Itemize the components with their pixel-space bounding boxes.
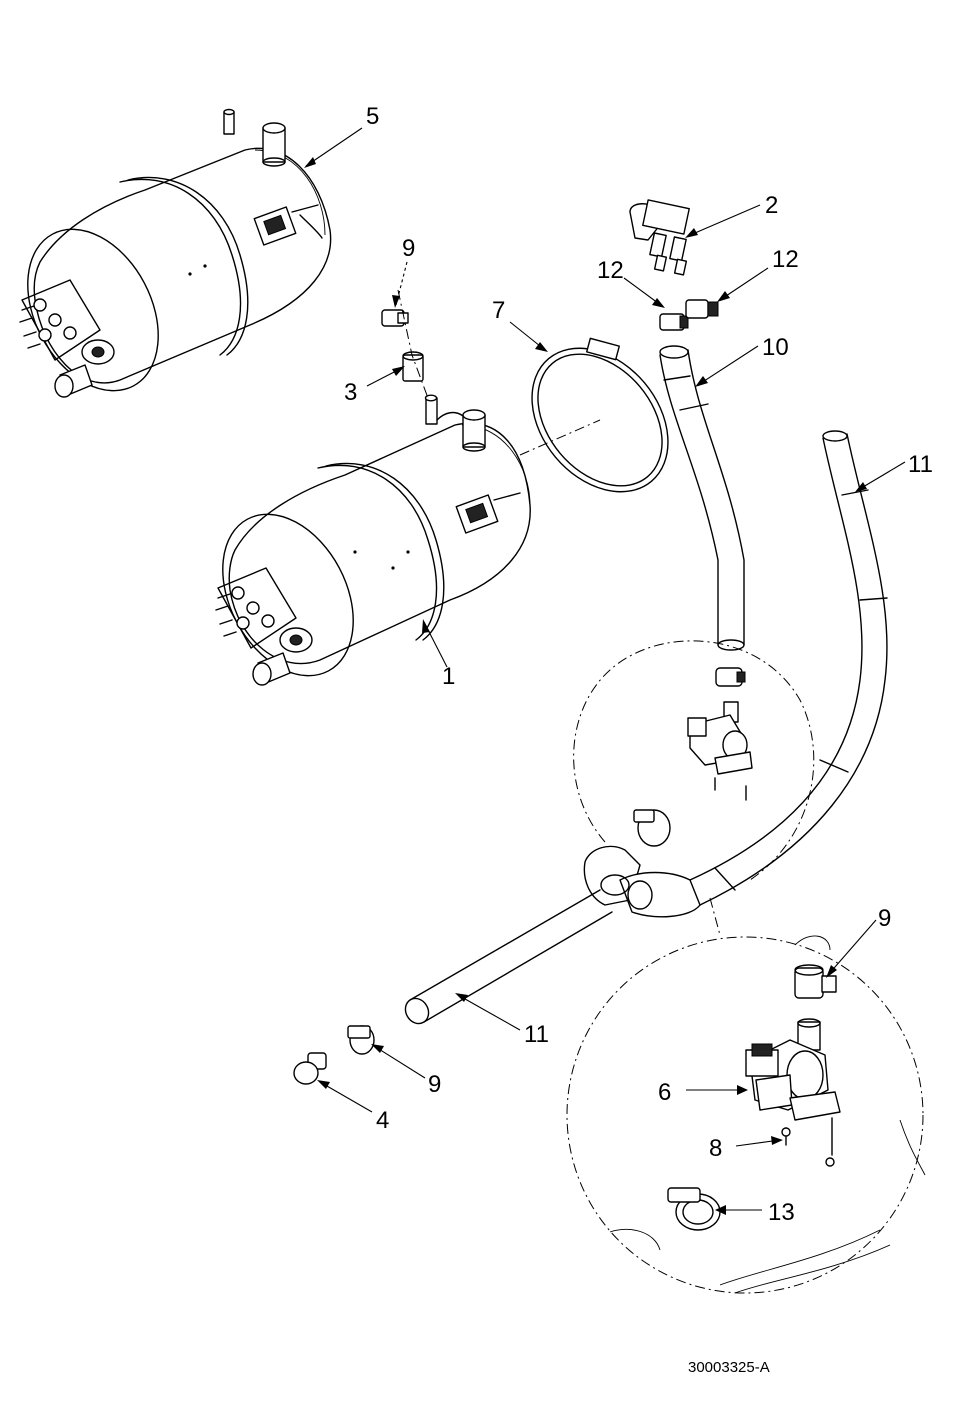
callout-5: 5 [366, 103, 379, 130]
fitting-axis-top [397, 289, 429, 399]
callout-9-detail: 9 [878, 905, 891, 932]
callout-13: 13 [768, 1199, 795, 1226]
hose-clamp-small-top [381, 309, 409, 327]
callout-9-top: 9 [402, 235, 415, 262]
callout-10: 10 [762, 334, 789, 361]
band-clamp [531, 337, 669, 493]
detail-circle-upper [573, 640, 815, 881]
callout-3: 3 [344, 379, 357, 406]
level-probe [629, 199, 690, 276]
hose-clamp-detail [794, 964, 837, 999]
hose-clamp-bottom [347, 1025, 375, 1055]
boiler-tank-lower [215, 394, 531, 686]
callout-11-top: 11 [908, 451, 933, 478]
hose-clamp-tee [633, 809, 671, 847]
detail-circle-lower [566, 897, 926, 1294]
callout-11-bottom: 11 [524, 1021, 549, 1048]
callout-2: 2 [765, 192, 778, 219]
callout-6: 6 [658, 1079, 671, 1106]
callout-1: 1 [442, 663, 455, 690]
solenoid-valve [745, 1018, 841, 1167]
document-number: 30003325-A [688, 1359, 770, 1376]
hose-clamp-13 [667, 1187, 721, 1231]
probe-connector-right [685, 299, 719, 319]
heating-element-terminals-lower [215, 567, 313, 686]
valve-small [687, 667, 753, 801]
heating-element-terminals-upper [19, 279, 115, 398]
callout-7: 7 [492, 297, 505, 324]
drain-hose [659, 345, 745, 651]
callout-4: 4 [376, 1107, 389, 1134]
callout-12-right: 12 [772, 246, 799, 273]
main-drain-hose [404, 430, 888, 1025]
boiler-tank-upper [19, 108, 332, 398]
leader-lines [304, 127, 906, 1215]
callout-8: 8 [709, 1135, 722, 1162]
callout-labels: 5 1 9 3 7 2 12 12 10 11 11 9 4 9 6 8 13 [344, 103, 933, 1226]
probe-connector-left [659, 313, 689, 331]
callout-9-bottom: 9 [428, 1071, 441, 1098]
assembly-centerline [519, 419, 601, 456]
callout-12-left: 12 [597, 257, 624, 284]
end-cap [293, 1052, 327, 1085]
